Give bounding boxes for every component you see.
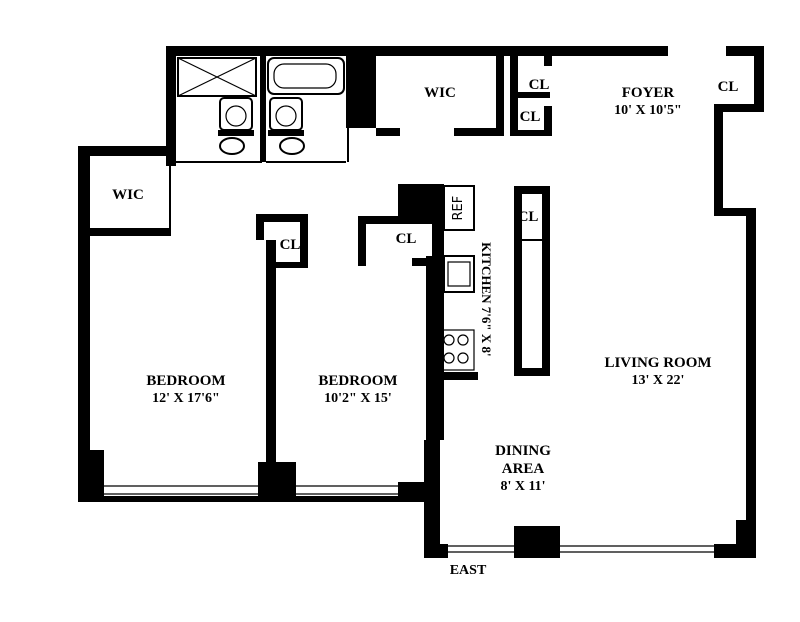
cl-bed1-label: CL xyxy=(279,237,301,253)
interior-walls xyxy=(90,56,552,466)
foyer-dims: 10' X 10'5" xyxy=(614,103,682,118)
bath-fixtures xyxy=(177,57,345,155)
dining-name: DINING xyxy=(495,443,551,459)
cl-foyer-b-label: CL xyxy=(519,109,541,125)
bedroom2-name: BEDROOM xyxy=(318,373,398,389)
cl-bed2-label: CL xyxy=(395,231,417,247)
east-orientation-label: EAST xyxy=(449,563,487,578)
dining-name-2: AREA xyxy=(501,461,545,477)
dining-dims: 8' X 11' xyxy=(500,479,546,494)
bedroom2-dims: 10'2" X 15' xyxy=(324,391,392,406)
wic-top-label: WIC xyxy=(424,85,456,101)
cl-foyer-a-label: CL xyxy=(528,77,550,93)
wic-left-label: WIC xyxy=(112,187,144,203)
living-dims: 13' X 22' xyxy=(631,373,685,388)
cl-foyer-right-label: CL xyxy=(717,79,739,95)
living-name: LIVING ROOM xyxy=(604,355,712,371)
bedroom1-name: BEDROOM xyxy=(146,373,226,389)
foyer-name: FOYER xyxy=(621,85,675,101)
exterior-walls xyxy=(78,46,764,558)
bedroom1-dims: 12' X 17'6" xyxy=(152,391,220,406)
ref-label: REF xyxy=(450,195,466,221)
cl-kitchen-label: CL xyxy=(517,209,539,225)
kitchen-label: KITCHEN 7'6" X 8' xyxy=(479,242,495,357)
